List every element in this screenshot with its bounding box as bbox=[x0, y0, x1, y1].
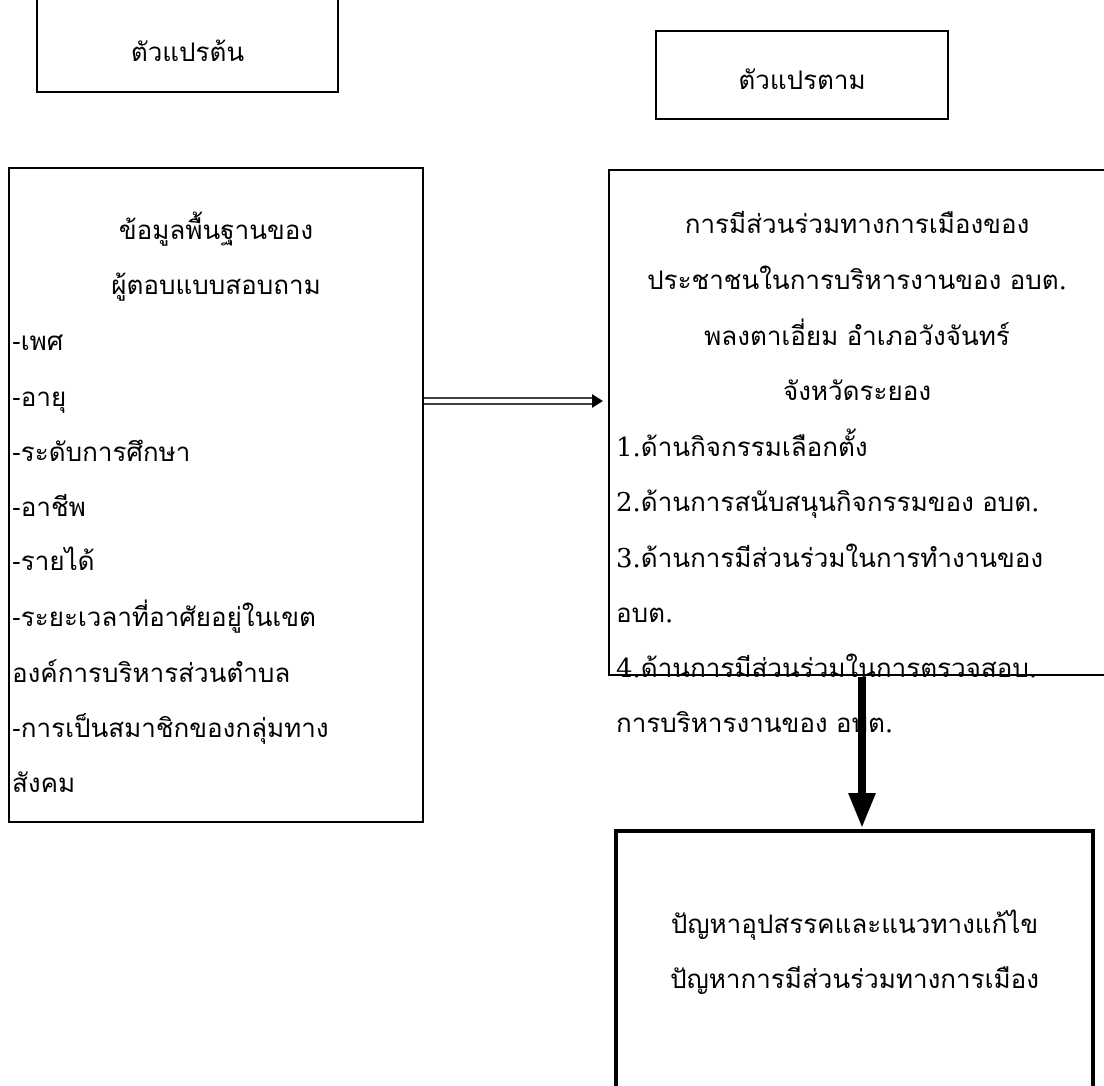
participation-title-line: จังหวัดระยอง bbox=[782, 377, 932, 407]
double-arrow-right bbox=[424, 394, 603, 408]
participation-text: การมีส่วนร่วมทางการเมืองของ ประชาชนในการ… bbox=[610, 171, 1104, 739]
respondent-info-text: ข้อมูลพื้นฐานของ ผู้ตอบแบบสอบถาม -เพศ -อ… bbox=[10, 169, 422, 821]
respondent-item: -อาชีพ bbox=[12, 493, 86, 523]
respondent-item: -ระดับการศึกษา bbox=[12, 438, 191, 468]
respondent-item: องค์การบริหารส่วนตำบล bbox=[12, 659, 291, 689]
participation-title-line: ประชาชนในการบริหารงานของ อบต. bbox=[647, 266, 1067, 296]
respondent-item: -การเป็นสมาชิกของกลุ่มทาง bbox=[12, 714, 329, 744]
participation-item: 4.ด้านการมีส่วนร่วมในการตรวจสอบ. bbox=[616, 654, 1038, 684]
dependent-variable-label: ตัวแปรตาม bbox=[738, 66, 866, 96]
respondent-item: สังคม bbox=[12, 769, 76, 799]
participation-item: อบต. bbox=[616, 599, 674, 629]
participation-title-line: พลงตาเอี่ยม อำเภอวังจันทร์ bbox=[704, 322, 1010, 352]
respondent-item: -ระยะเวลาที่อาศัยอยู่ในเขต bbox=[12, 603, 316, 633]
respondent-title-line-2: ผู้ตอบแบบสอบถาม bbox=[111, 271, 321, 301]
participation-item: 1.ด้านกิจกรรมเลือกตั้ง bbox=[616, 433, 868, 463]
dependent-variable-box: ตัวแปรตาม bbox=[655, 30, 949, 120]
respondent-item: -อายุ bbox=[12, 383, 67, 413]
participation-item: 2.ด้านการสนับสนุนกิจกรรมของ อบต. bbox=[616, 488, 1040, 518]
respondent-item: -รายได้ bbox=[12, 547, 95, 577]
problems-line-2: ปัญหาการมีส่วนร่วมทางการเมือง bbox=[670, 965, 1039, 995]
participation-item: การบริหารงานของ อบต. bbox=[616, 709, 894, 739]
problems-box: ปัญหาอุปสรรคและแนวทางแก้ไข ปัญหาการมีส่ว… bbox=[614, 829, 1095, 1086]
participation-item: 3.ด้านการมีส่วนร่วมในการทำงานของ bbox=[616, 544, 1044, 574]
participation-box: การมีส่วนร่วมทางการเมืองของ ประชาชนในการ… bbox=[608, 169, 1104, 739]
independent-variable-label: ตัวแปรต้น bbox=[130, 38, 245, 68]
problems-line-1: ปัญหาอุปสรรคและแนวทางแก้ไข bbox=[670, 910, 1039, 940]
respondent-info-box: ข้อมูลพื้นฐานของ ผู้ตอบแบบสอบถาม -เพศ -อ… bbox=[8, 167, 424, 823]
respondent-title-line-1: ข้อมูลพื้นฐานของ bbox=[118, 216, 314, 246]
thick-arrow-down bbox=[848, 677, 876, 827]
participation-title-line: การมีส่วนร่วมทางการเมืองของ bbox=[684, 210, 1030, 240]
respondent-item: -เพศ bbox=[12, 327, 64, 357]
independent-variable-box: ตัวแปรต้น bbox=[36, 0, 339, 93]
